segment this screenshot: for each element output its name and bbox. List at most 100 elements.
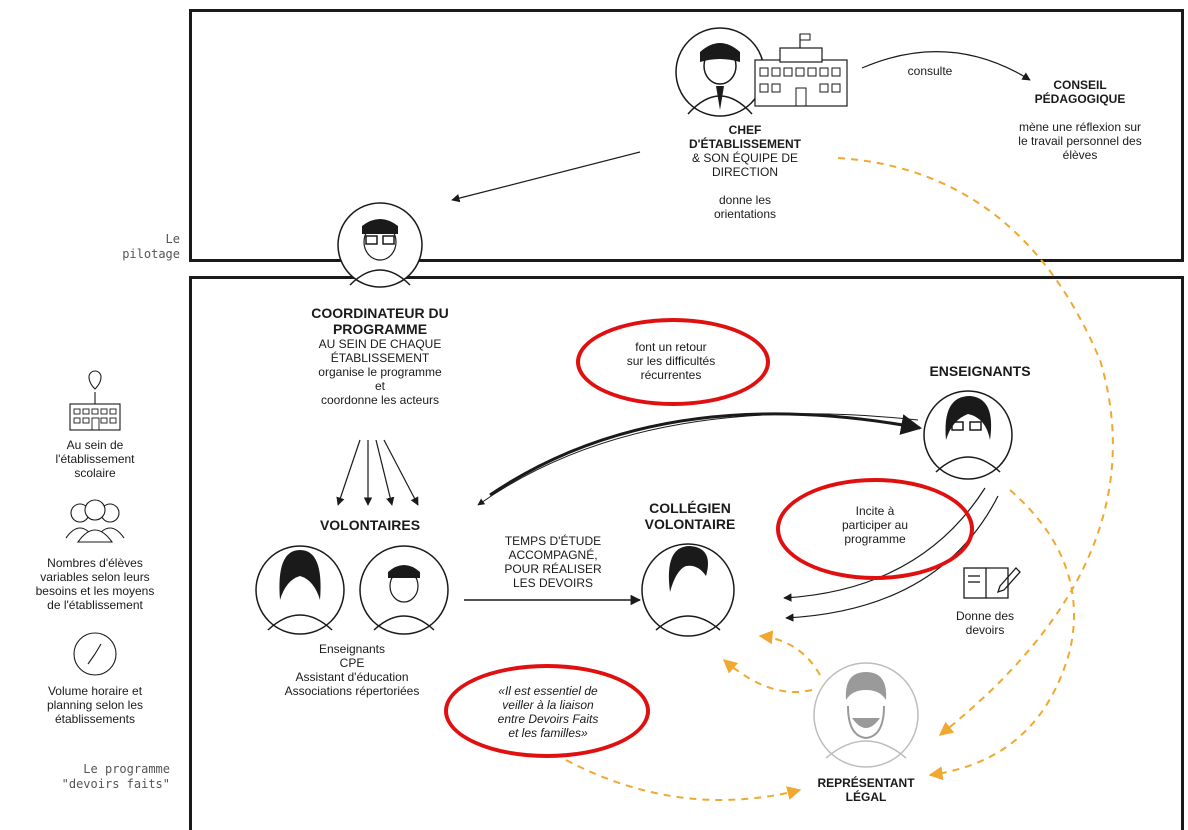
volontaires-member: Assistant d'éducation	[295, 670, 409, 684]
donne-devoirs-label: Donne des devoirs	[940, 609, 1030, 637]
volontaire-male-avatar	[359, 545, 449, 635]
orientations-arrow	[451, 151, 641, 203]
chef-label: CHEF D'ÉTABLISSEMENT & SON ÉQUIPE DE DIR…	[670, 123, 820, 221]
dashed-representant-collegien-a	[758, 630, 821, 676]
conseil-action-line: le travail personnel des	[1018, 134, 1142, 148]
retour-label: font un retour sur les difficultés récur…	[596, 340, 746, 382]
programme-label-line: Le programme	[83, 762, 170, 776]
chef-action-line: orientations	[713, 207, 777, 221]
chef-title-line: DIRECTION	[712, 165, 778, 179]
quote-line: veiller à la liaison	[502, 698, 594, 712]
temps-etude-line: TEMPS D'ÉTUDE	[504, 534, 602, 548]
coordinateur-label: COORDINATEUR DU PROGRAMME AU SEIN DE CHA…	[290, 305, 470, 407]
highlight-retour	[576, 318, 770, 406]
representant-title-line: LÉGAL	[845, 790, 887, 804]
retour-line: sur les difficultés	[626, 354, 716, 368]
chef-title-line: & SON ÉQUIPE DE	[691, 151, 799, 165]
coordinateur-action-line: organise le programme	[318, 365, 442, 379]
pilotage-label-line: Le	[165, 232, 180, 246]
sidebar-volume: Volume horaire et planning selon les éta…	[20, 684, 170, 726]
incite-line: programme	[844, 532, 906, 546]
clock-icon	[73, 632, 117, 676]
highlight-incite	[776, 478, 974, 580]
volontaires-title: VOLONTAIRES	[319, 517, 421, 533]
coordinateur-sub-line: ÉTABLISSEMENT	[330, 351, 430, 365]
retour-line: font un retour	[635, 340, 707, 354]
conseil-label: CONSEIL PÉDAGOGIQUE mène une réflexion s…	[990, 78, 1170, 162]
group-icon	[65, 499, 125, 543]
sidebar-eleves-line: de l'établissement	[47, 598, 143, 612]
sidebar-eleves-line: variables selon leurs	[40, 570, 150, 584]
incite-line: Incite à	[855, 504, 895, 518]
dashed-chef-representant	[837, 157, 1114, 736]
volontaires-member: Enseignants	[318, 642, 386, 656]
devoirs-arrow	[785, 495, 999, 622]
temps-etude-line: LES DEVOIRS	[512, 576, 594, 590]
incite-label: Incite à participer au programme	[800, 504, 950, 546]
temps-etude-line: POUR RÉALISER	[504, 562, 602, 576]
coordinateur-avatar	[337, 202, 423, 288]
chef-title-line: CHEF	[728, 123, 762, 137]
donne-devoirs-line: Donne des	[955, 609, 1015, 623]
sidebar-eleves: Nombres d'élèves variables selon leurs b…	[20, 556, 170, 612]
sidebar-volume-line: établissements	[54, 712, 136, 726]
coordinateur-title-line: PROGRAMME	[332, 321, 428, 337]
coordinateur-action-line: coordonne les acteurs	[320, 393, 440, 407]
pilotage-label-line: pilotage	[122, 247, 180, 261]
chef-title-line: D'ÉTABLISSEMENT	[689, 137, 801, 151]
conseil-title-line: CONSEIL	[1053, 78, 1107, 92]
feedback-arrow-bold	[489, 412, 923, 497]
temps-etude-label: TEMPS D'ÉTUDE ACCOMPAGNÉ, POUR RÉALISER …	[478, 534, 628, 590]
conseil-action-line: mène une réflexion sur	[1018, 120, 1142, 134]
sidebar-etablissement-line: l'établissement	[55, 452, 135, 466]
representant-label: REPRÉSENTANT LÉGAL	[796, 776, 936, 804]
sidebar-eleves-line: besoins et les moyens	[35, 584, 155, 598]
coordinateur-sub-line: AU SEIN DE CHAQUE	[318, 337, 442, 351]
volontaires-members: Enseignants CPE Assistant d'éducation As…	[262, 642, 442, 698]
temps-etude-line: ACCOMPAGNÉ,	[508, 548, 598, 562]
quote-line: «Il est essentiel de	[498, 684, 598, 698]
dashed-representant-collegien-b	[722, 659, 813, 693]
pilotage-label: Le pilotage	[60, 232, 180, 262]
donne-devoirs-line: devoirs	[965, 623, 1005, 637]
consulte-arrow	[861, 50, 1031, 81]
dashed-quote-representant	[565, 759, 802, 801]
representant-title-line: REPRÉSENTANT	[817, 776, 915, 790]
school-building-icon	[754, 33, 848, 107]
incite-line: participer au	[841, 518, 909, 532]
coordinateur-title-line: COORDINATEUR DU	[311, 305, 449, 321]
programme-frame	[189, 276, 1184, 830]
sidebar-eleves-line: Nombres d'élèves	[47, 556, 143, 570]
notebook-icon	[963, 567, 1021, 599]
sidebar-etablissement: Au sein de l'établissement scolaire	[20, 438, 170, 480]
highlight-quote	[444, 664, 650, 758]
retour-line: récurrentes	[640, 368, 702, 382]
programme-label: Le programme "devoirs faits"	[20, 762, 170, 792]
feedback-arrow	[477, 413, 919, 506]
sidebar-volume-line: Volume horaire et	[47, 684, 143, 698]
enseignants-avatar	[923, 390, 1013, 480]
collegien-title-line: VOLONTAIRE	[644, 516, 736, 532]
programme-label-line: "devoirs faits"	[61, 777, 170, 791]
collegien-title-line: COLLÉGIEN	[649, 500, 731, 516]
volontaire-female-avatar	[255, 545, 345, 635]
collegien-avatar	[641, 543, 735, 637]
chef-avatar	[675, 27, 765, 117]
quote-line: entre Devoirs Faits	[497, 712, 599, 726]
quote-text: «Il est essentiel de veiller à la liaiso…	[470, 684, 626, 740]
quote-line: et les familles»	[508, 726, 588, 740]
location-school-icon	[69, 370, 121, 431]
sidebar-etablissement-line: Au sein de	[66, 438, 124, 452]
volontaires-member: CPE	[339, 656, 365, 670]
conseil-action-line: élèves	[1062, 148, 1098, 162]
enseignants-title: ENSEIGNANTS	[929, 363, 1031, 379]
coordinateur-action-line: et	[374, 379, 385, 393]
consulte-label: consulte	[907, 64, 953, 78]
pilotage-frame	[189, 9, 1184, 262]
sidebar-etablissement-line: scolaire	[74, 466, 116, 480]
sidebar-volume-line: planning selon les	[46, 698, 144, 712]
collegien-label: COLLÉGIEN VOLONTAIRE	[620, 500, 760, 532]
conseil-title-line: PÉDAGOGIQUE	[1034, 92, 1126, 106]
coordination-arrows	[336, 439, 419, 506]
